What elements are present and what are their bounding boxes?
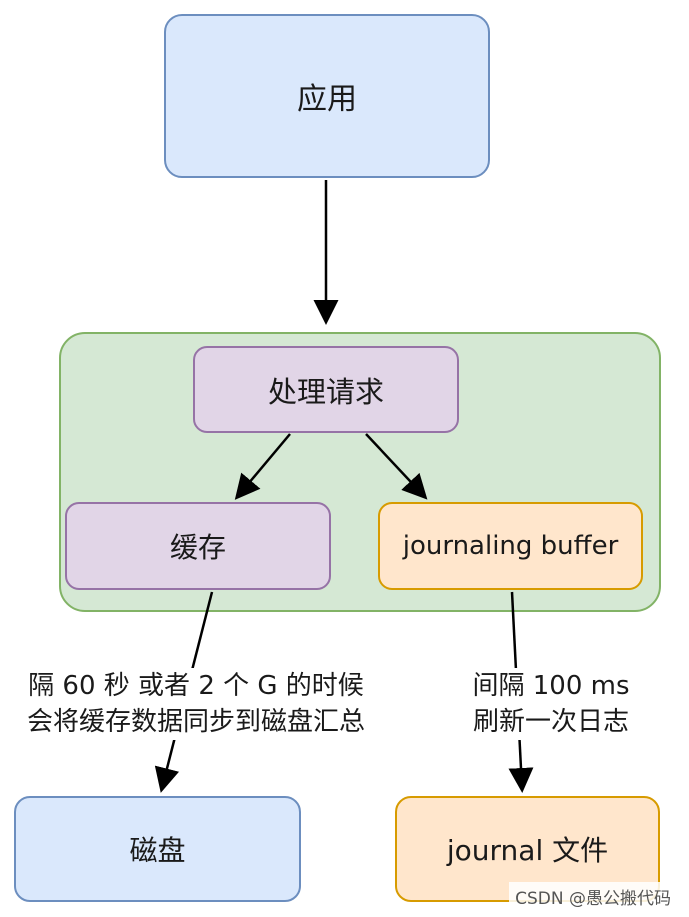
app-node: 应用 xyxy=(164,14,490,178)
journaling-buffer-node-label: journaling buffer xyxy=(402,531,619,561)
buffer-to-journal-label-line-1: 间隔 100 ms xyxy=(472,671,630,701)
process-request-node: 处理请求 xyxy=(193,346,459,433)
cache-node: 缓存 xyxy=(65,502,331,590)
buffer-to-journal-label-line-2: 刷新一次日志 xyxy=(472,707,629,737)
app-node-label: 应用 xyxy=(297,82,357,117)
cache-to-disk-edge-label: 隔 60 秒 或者 2 个 G 的时候 会将缓存数据同步到磁盘汇总 xyxy=(0,668,392,740)
journal-file-node-label: journal 文件 xyxy=(446,834,609,867)
cache-to-disk-label-line-1: 隔 60 秒 或者 2 个 G 的时候 xyxy=(28,671,364,701)
csdn-watermark: CSDN @愚公搬代码 xyxy=(509,882,677,911)
cache-to-disk-label-line-2: 会将缓存数据同步到磁盘汇总 xyxy=(26,707,365,737)
disk-node: 磁盘 xyxy=(14,796,301,902)
journaling-buffer-node: journaling buffer xyxy=(378,502,643,590)
process-request-node-label: 处理请求 xyxy=(267,374,384,409)
cache-node-label: 缓存 xyxy=(169,531,226,564)
buffer-to-journal-edge-label: 间隔 100 ms 刷新一次日志 xyxy=(446,668,656,740)
disk-node-label: 磁盘 xyxy=(129,834,186,867)
